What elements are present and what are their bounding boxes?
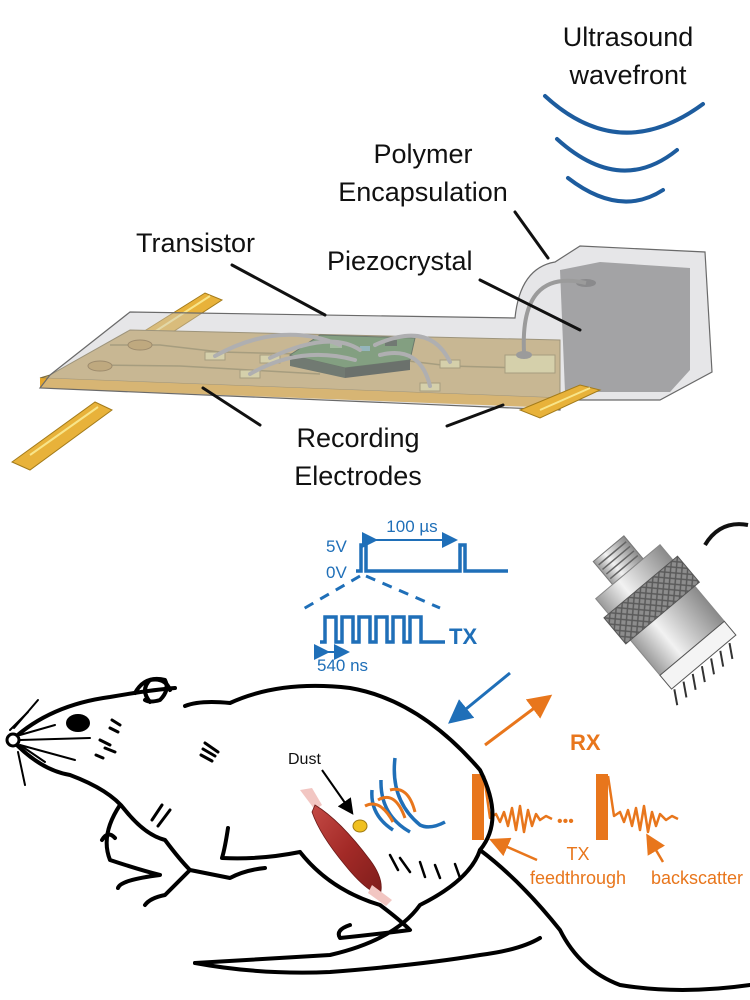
rat-front-leg [100,803,162,890]
rat-fur-marks [94,718,220,828]
backscatter-pointer [646,833,665,863]
rx-echo-2 [606,775,679,834]
rat-nose [5,732,21,748]
feedthrough-label-1: TX [566,844,589,864]
piezocrystal [516,262,690,392]
rat-whiskers [9,699,91,786]
rat-hind-leg [220,826,412,940]
tx-arrow [448,671,511,724]
zoom-dash-right [365,574,441,610]
rx-signal-diagram: RX ••• TX feedthrough backscatter [472,730,743,888]
rat-ear-inner [143,677,172,704]
rx-ellipsis: ••• [557,813,574,830]
label-transistor: Transistor [136,228,255,258]
dust-pointer [321,769,354,815]
ultrasound-transducer-icon [592,522,749,706]
inner-wave-icon [364,757,446,834]
zoom-dash-left [297,574,361,614]
dust-mote [352,819,368,833]
rx-feedthrough-burst-1 [472,774,484,840]
rat-illustration: Dust [5,676,750,992]
tx-label: TX [449,624,477,649]
label-recording: Recording [296,423,419,453]
backscatter-label: backscatter [651,868,743,888]
tx-period-label: 100 µs [386,517,437,536]
rat-tail [193,848,750,992]
label-polymer: Polymer [373,139,472,169]
rx-arrow [484,694,553,747]
feedthrough-pointer [489,837,538,862]
rx-label: RX [570,730,601,755]
leader-electrode-right [445,403,505,428]
device-illustration: Ultrasound wavefront Polymer Encapsulati… [11,22,713,491]
tx-0v-label: 0V [326,563,347,582]
label-piezocrystal: Piezocrystal [327,246,473,276]
rat-eye [66,714,90,732]
dust-label: Dust [288,751,321,768]
leader-transistor [230,263,327,317]
feedthrough-label-2: feedthrough [530,868,626,888]
rx-feedthrough-burst-2 [596,774,608,840]
label-ultrasound-wavefront-2: wavefront [568,60,687,90]
tx-signal-diagram: 5V 0V 100 µs 540 ns TX [297,517,508,675]
muscle [300,788,392,906]
rat-body-outline [10,683,495,965]
label-encapsulation: Encapsulation [338,177,508,207]
leader-encapsulation [513,210,550,260]
rx-echo-1 [482,775,553,834]
tx-pulse-train [356,543,508,573]
tx-pulse-width-label: 540 ns [317,656,368,675]
leader-electrode-left [201,386,262,427]
label-ultrasound-wavefront: Ultrasound [563,22,694,52]
tx-burst-waveform [320,615,445,644]
wire-bonds [213,332,452,388]
recording-electrode-right [518,384,602,419]
label-electrodes: Electrodes [294,461,422,491]
rat-hind-fur [388,853,462,880]
tx-5v-label: 5V [326,537,347,556]
ultrasound-wavefront-icon [543,94,705,204]
leader-piezocrystal [478,278,582,332]
